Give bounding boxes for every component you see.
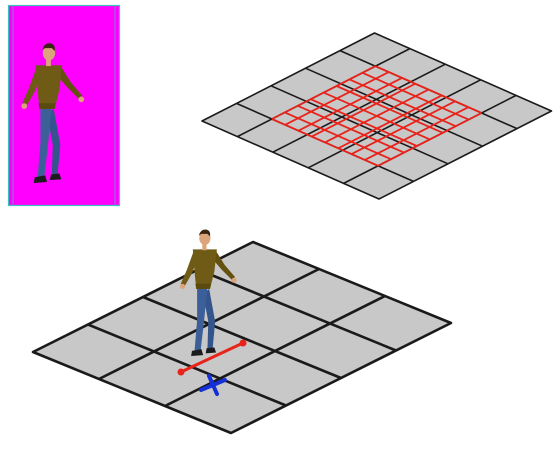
character-on-tile-grid — [33, 229, 451, 433]
tile-grid-with-subgrid — [202, 33, 552, 199]
sprite-preview — [8, 5, 120, 206]
